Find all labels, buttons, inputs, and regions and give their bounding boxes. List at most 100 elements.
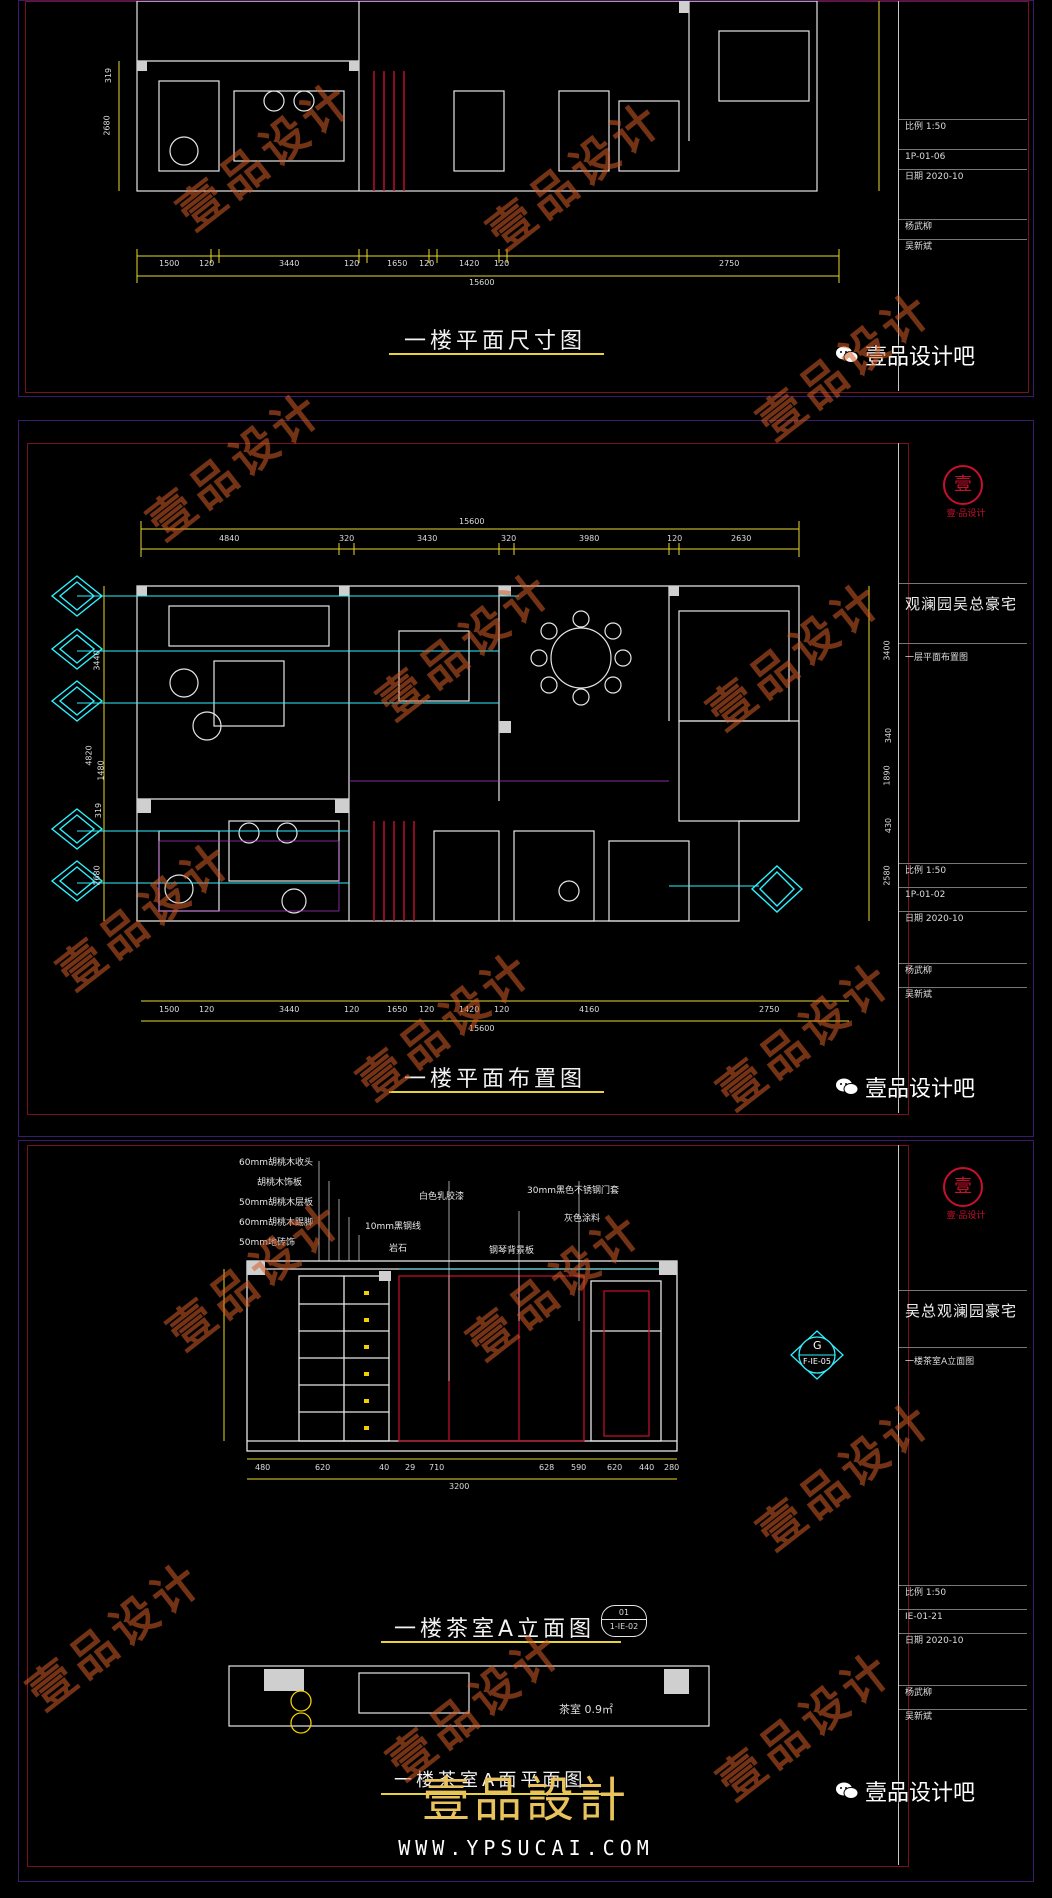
dim-top-5: 3980 [579, 534, 600, 543]
dim-bottom-3: 3440 [279, 259, 300, 268]
dim-bottom-6: 628 [539, 1463, 555, 1472]
sheet-elevation: 60mm胡桃木收头 胡桃木饰板 50mm胡桃木层板 60mm胡桃木踢脚 50mm… [18, 1140, 1034, 1882]
wechat-label: 壹品设计吧 [864, 345, 975, 370]
tb-date: 日期 2020-10 [899, 1633, 1027, 1648]
dim-left-2: 2680 [102, 115, 112, 136]
tb-sheet-no: 1P-01-02 [899, 887, 1027, 902]
note-top-1: 白色乳胶漆 [419, 1192, 465, 1202]
dim-left-1: 3440 [92, 650, 102, 671]
plan-dimension-drawing [118, 1, 880, 283]
dim-bottom-10: 2750 [759, 1005, 780, 1014]
dim-bottom-7: 1420 [459, 259, 480, 268]
dim-bottom-3: 3440 [279, 1005, 300, 1014]
dim-bottom-2: 620 [315, 1463, 331, 1472]
dim-bottom-9: 4160 [579, 1005, 600, 1014]
titleblock-layout: 壹 壹·品设计 观澜园吴总豪宅 一层平面布置图 比例 1:50 1P-01-02… [898, 443, 1027, 1113]
wechat-watermark: 壹品设计吧 [835, 339, 975, 371]
dim-left-1: 319 [104, 67, 114, 84]
tb-checker: 吴新斌 [899, 987, 1027, 1002]
elevation-marker-icon [50, 680, 104, 722]
badge-top: 01 [602, 1606, 646, 1620]
dim-bottom-10: 280 [664, 1463, 680, 1472]
dim-bottom-4: 29 [405, 1463, 416, 1472]
note-top-4: 10mm黑钢线 [365, 1222, 421, 1232]
dim-bottom-4: 120 [344, 1005, 360, 1014]
note-top-6: 钢琴背景板 [489, 1246, 535, 1256]
tb-sheet-no: IE-01-21 [899, 1609, 1027, 1624]
tb-date: 日期 2020-10 [899, 169, 1027, 184]
note-left-1: 60mm胡桃木收头 [239, 1158, 313, 1168]
dim-right-2: 340 [884, 727, 894, 744]
dim-bottom-5: 1650 [387, 259, 408, 268]
title-underline [381, 1793, 621, 1795]
tb-designer: 杨武柳 [899, 1685, 1027, 1700]
elevation-marker-icon [50, 628, 104, 670]
plan-room-label: 茶室 0.9㎡ [559, 1703, 613, 1716]
sheet-title-layout: 一楼平面布置图 [404, 1067, 587, 1092]
elevation-drawing [223, 1161, 710, 1734]
dim-bottom-5: 710 [429, 1463, 445, 1472]
dim-bottom-7: 590 [571, 1463, 587, 1472]
dim-bottom-6: 120 [419, 259, 435, 268]
title-underline [389, 353, 604, 355]
tb-company: 壹·品设计 [946, 1211, 986, 1221]
dim-right-4: 430 [884, 817, 894, 834]
sheet-plan-layout: 4840 320 3430 320 3980 120 2630 15600 34… [18, 420, 1034, 1137]
tb-date: 日期 2020-10 [899, 911, 1027, 926]
plan-layout-drawing [77, 521, 870, 1022]
drawing-border [27, 443, 909, 1115]
tb-drawing-name: 一楼茶室A立面图 [899, 1347, 1027, 1376]
elevation-marker-icon [50, 808, 104, 850]
dim-bottom-1: 1500 [159, 259, 180, 268]
wechat-icon [835, 1782, 859, 1799]
dim-top-total: 15600 [459, 517, 485, 526]
dim-total: 15600 [469, 1024, 495, 1033]
tb-checker: 吴新斌 [899, 239, 1027, 254]
dim-top-2: 320 [339, 534, 355, 543]
dim-bottom-4: 120 [344, 259, 360, 268]
wechat-watermark: 壹品设计吧 [835, 1071, 975, 1103]
elevation-marker-icon [50, 575, 104, 617]
tb-company: 壹·品设计 [946, 509, 986, 519]
drawing-border [27, 1145, 909, 1867]
dim-left-2: 4820 [84, 745, 94, 766]
dim-bottom-9: 2750 [719, 259, 740, 268]
dim-right-3: 1890 [882, 765, 892, 786]
dim-bottom-5: 1650 [387, 1005, 408, 1014]
title-underline [389, 1091, 604, 1093]
note-left-5: 50mm地砖饰 [239, 1238, 295, 1248]
badge-bottom: 1-IE-02 [609, 1622, 639, 1631]
tb-drawing-name: 一层平面布置图 [899, 643, 1027, 672]
note-left-3: 50mm胡桃木层板 [239, 1198, 313, 1208]
footer-url[interactable]: WWW.YPSUCAI.COM [398, 1836, 654, 1860]
elevation-markers-left [50, 575, 104, 902]
dim-bottom-2: 120 [199, 1005, 215, 1014]
footer-brand: 壹品設計 WWW.YPSUCAI.COM [0, 1760, 1052, 1860]
titleblock-elevation: 壹 壹·品设计 吴总观澜园豪宅 一楼茶室A立面图 比例 1:50 IE-01-2… [898, 1145, 1027, 1865]
dim-left-5: 2680 [92, 865, 102, 886]
callout-bottom: F-IE-05 [803, 1357, 831, 1366]
dim-bottom-8: 120 [494, 259, 510, 268]
company-logo-icon: 壹 [943, 1167, 983, 1207]
dim-bottom-8: 120 [494, 1005, 510, 1014]
tb-designer: 杨武柳 [899, 219, 1027, 234]
dim-total: 15600 [469, 278, 495, 287]
dim-bottom-1: 480 [255, 1463, 271, 1472]
note-left-4: 60mm胡桃木踢脚 [239, 1218, 313, 1228]
footer-logo: 壹品設計 [421, 1772, 630, 1828]
sheet-title-elevation: 一楼茶室A立面图 [394, 1617, 596, 1642]
titleblock-dimension: 比例 1:50 1P-01-06 日期 2020-10 杨武柳 吴新斌 [898, 1, 1027, 391]
tb-scale: 比例 1:50 [899, 1585, 1027, 1600]
dim-top-4: 320 [501, 534, 517, 543]
tb-checker: 吴新斌 [899, 1709, 1027, 1724]
note-left-2: 胡桃木饰板 [257, 1178, 303, 1188]
dim-bottom-2: 120 [199, 259, 215, 268]
dim-top-1: 4840 [219, 534, 240, 543]
note-top-2: 30mm黑色不锈钢门套 [527, 1186, 619, 1196]
dim-right-1: 3400 [882, 640, 892, 661]
drawing-badge: 01 1-IE-02 [601, 1605, 647, 1637]
tb-sheet-no: 1P-01-06 [899, 149, 1027, 164]
wechat-icon [835, 346, 859, 363]
dim-bottom-9: 440 [639, 1463, 655, 1472]
tb-project: 吴总观澜园豪宅 [899, 1290, 1027, 1331]
